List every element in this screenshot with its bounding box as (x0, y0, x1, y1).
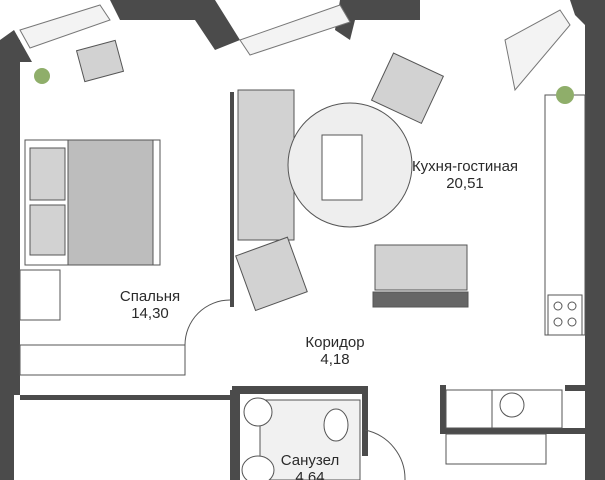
stove (547, 294, 583, 336)
desk (19, 269, 61, 321)
wall-top-middle (110, 0, 240, 50)
wall-partition (230, 92, 234, 307)
door-bathroom (364, 429, 406, 480)
room-label-bedroom: Спальня 14,30 (95, 288, 205, 322)
wall-right (570, 0, 605, 480)
window-living (239, 4, 351, 56)
room-label-corridor: Коридор 4,18 (285, 334, 385, 368)
window-bedroom (19, 4, 111, 49)
room-area: 14,30 (131, 305, 169, 322)
wall-top-right (335, 0, 420, 40)
room-label-bathroom: Санузел 4,64 (265, 452, 355, 480)
pillow (29, 147, 66, 201)
room-name: Спальня (119, 288, 181, 305)
dining-table (374, 244, 468, 291)
sofa (237, 89, 295, 241)
furniture (19, 39, 586, 480)
blanket (67, 139, 154, 266)
armchair (235, 236, 308, 312)
wall-bath-inner (230, 390, 240, 480)
room-area: 20,51 (446, 175, 484, 192)
plants (34, 68, 574, 104)
room-area: 4,64 (295, 469, 325, 480)
room-label-living: Кухня-гостиная 20,51 (385, 158, 545, 192)
bench (372, 291, 469, 308)
wall-corner-tl (0, 30, 32, 62)
washing-machine (445, 389, 493, 429)
wall-bath-left (0, 380, 14, 480)
pillow (29, 204, 66, 256)
toilet (323, 408, 349, 442)
room-name: Коридор (305, 334, 365, 351)
bath-sink (241, 455, 275, 480)
coffee-table (321, 134, 363, 201)
wall-left (0, 40, 20, 380)
room-name: Санузел (280, 452, 340, 469)
room-area: 4,18 (320, 351, 350, 368)
plant-icon (34, 68, 50, 84)
shower-drain (243, 397, 273, 427)
door-bedroom (184, 299, 231, 346)
doors (184, 299, 406, 480)
room-name: Кухня-гостиная (411, 158, 519, 175)
bedroom-chair (75, 39, 125, 83)
hall-wardrobe (445, 433, 547, 465)
wardrobe (19, 344, 186, 376)
window-living-2 (504, 9, 571, 92)
windows (19, 4, 571, 92)
plant-icon (556, 86, 574, 104)
wall-bath-top (232, 386, 368, 394)
armchair-2 (370, 52, 445, 125)
